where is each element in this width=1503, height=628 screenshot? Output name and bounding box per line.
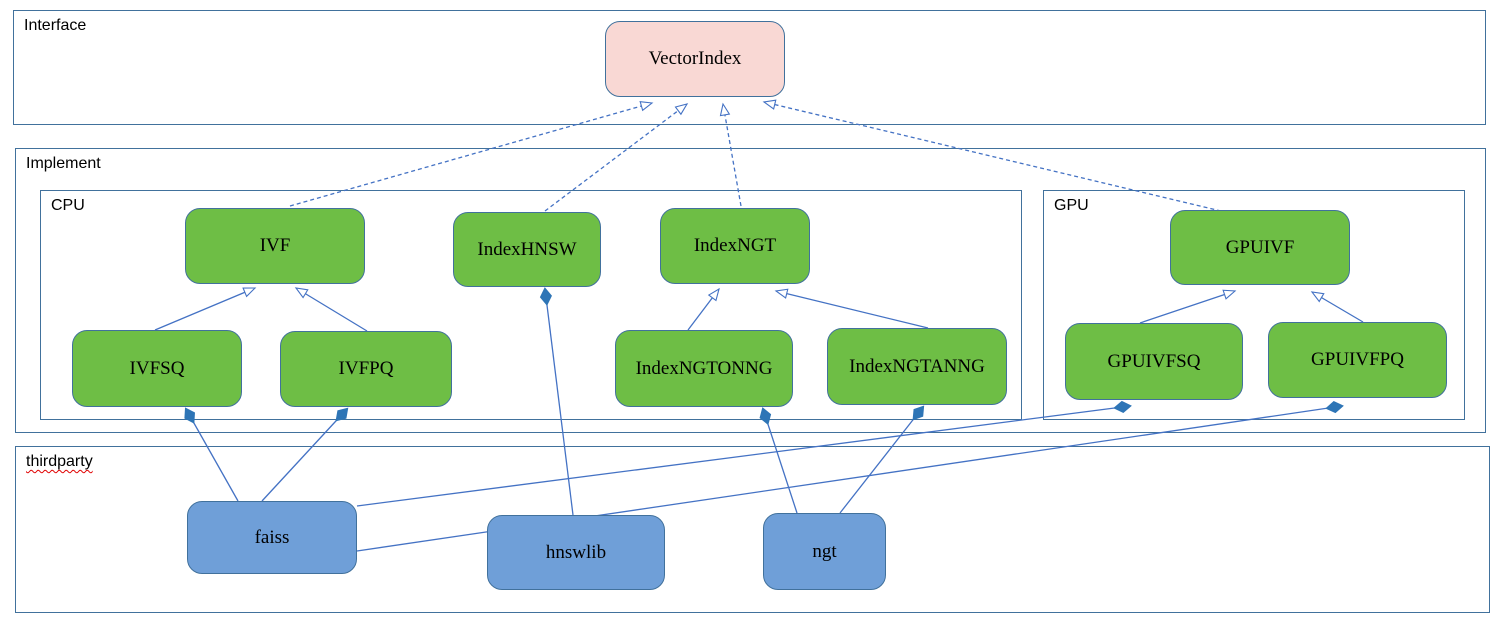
node-indexhnsw-label: IndexHNSW xyxy=(477,238,577,260)
node-gpuivfsq: GPUIVFSQ xyxy=(1065,323,1243,400)
node-gpuivfsq-label: GPUIVFSQ xyxy=(1107,350,1201,372)
node-vectorindex: VectorIndex xyxy=(605,21,785,97)
node-faiss: faiss xyxy=(187,501,357,574)
node-indexngtonng-label: IndexNGTONNG xyxy=(635,357,773,379)
thirdparty-container-label: thirdparty xyxy=(26,453,93,470)
interface-container: Interface xyxy=(13,10,1486,125)
node-ngt-label: ngt xyxy=(812,540,837,562)
edge-gpuivfpq-gpuivf xyxy=(1310,291,1364,323)
node-indexngtonng: IndexNGTONNG xyxy=(615,330,793,407)
edge-indexhnsw-vectorindex xyxy=(544,103,689,212)
gpu-container-label: GPU xyxy=(1054,197,1089,214)
implement-container-label: Implement xyxy=(26,155,101,172)
node-vectorindex-label: VectorIndex xyxy=(648,48,742,69)
node-gpuivfpq: GPUIVFPQ xyxy=(1268,322,1447,398)
node-ivfpq: IVFPQ xyxy=(280,331,452,407)
edge-indexngtonng-indexngt xyxy=(687,287,720,331)
edge-hnswlib-indexhnsw xyxy=(539,287,574,516)
cpu-container-label: CPU xyxy=(51,197,85,214)
node-hnswlib: hnswlib xyxy=(487,515,665,590)
node-ivfpq-label: IVFPQ xyxy=(338,358,394,379)
edge-faiss-ivfsq xyxy=(184,407,239,502)
node-ivfsq: IVFSQ xyxy=(72,330,242,407)
implement-container: Implement xyxy=(15,148,1486,433)
edge-ivf-vectorindex xyxy=(289,101,654,207)
edge-faiss-gpuivfsq xyxy=(356,400,1132,507)
edge-ngt-indexngtonng xyxy=(759,407,798,514)
thirdparty-container: thirdparty xyxy=(15,446,1490,613)
node-indexhnsw: IndexHNSW xyxy=(453,212,601,287)
node-gpuivf: GPUIVF xyxy=(1170,210,1350,285)
interface-container-label: Interface xyxy=(24,17,87,34)
node-indexngtanng: IndexNGTANNG xyxy=(827,328,1007,405)
node-ngt: ngt xyxy=(763,513,886,590)
node-gpuivf-label: GPUIVF xyxy=(1225,236,1295,258)
edge-gpuivf-vectorindex xyxy=(762,99,1222,212)
edge-ngt-indexngtanng xyxy=(839,405,925,514)
node-gpuivfpq-label: GPUIVFPQ xyxy=(1311,349,1404,370)
node-ivf-label: IVF xyxy=(259,235,291,256)
edge-indexngt-vectorindex xyxy=(719,102,742,207)
edge-gpuivfsq-gpuivf xyxy=(1139,289,1237,324)
node-indexngtanng-label: IndexNGTANNG xyxy=(849,355,985,377)
node-indexngt-label: IndexNGT xyxy=(693,235,777,256)
node-ivf: IVF xyxy=(185,208,365,284)
node-indexngt: IndexNGT xyxy=(660,208,810,284)
edge-indexngtanng-indexngt xyxy=(774,288,929,329)
cpu-container: CPU xyxy=(40,190,1022,420)
node-hnswlib-label: hnswlib xyxy=(545,541,607,563)
edge-ivfpq-ivf xyxy=(294,287,368,332)
edge-faiss-ivfpq xyxy=(261,407,349,502)
node-ivfsq-label: IVFSQ xyxy=(129,357,185,379)
edge-ivfsq-ivf xyxy=(154,287,257,331)
node-faiss-label: faiss xyxy=(254,526,290,548)
